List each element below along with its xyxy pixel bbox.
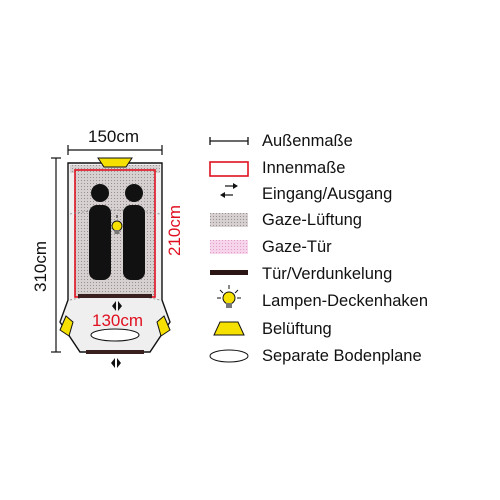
- inner-dimension-rect-icon: [209, 161, 249, 177]
- vent-trapezoid-icon: [213, 321, 245, 336]
- entrance-exit-arrows-icon: [220, 183, 238, 198]
- legend-label-blackout-door: Tür/Verdunkelung: [262, 265, 393, 283]
- left-vent-icon: [59, 315, 74, 337]
- outer-width-label: 150cm: [88, 127, 140, 146]
- legend-label-inner-dimensions: Innenmaße: [262, 159, 346, 177]
- groundsheet-ellipse: [90, 328, 140, 342]
- mesh-vent-swatch-icon: [210, 213, 248, 227]
- sleeper-right: [123, 184, 145, 280]
- outer-dimension-line-icon: [209, 137, 249, 145]
- outer-length-label: 310cm: [31, 240, 50, 292]
- inner-entrance-arrows-icon: [112, 301, 122, 311]
- lamp-hook-icon: [107, 215, 127, 234]
- outer-width-dimension-line: [67, 145, 163, 155]
- inner-length-label: 210cm: [165, 204, 184, 256]
- front-entrance-arrows-icon: [111, 358, 121, 368]
- legend-label-groundsheet: Separate Bodenplane: [262, 347, 422, 365]
- inner-width-label: 130cm: [92, 311, 144, 330]
- sleeper-left: [89, 184, 111, 280]
- lamp-hook-legend-icon: [217, 285, 241, 308]
- inner-dashed-lines: [69, 209, 161, 215]
- top-vent-icon: [97, 157, 133, 168]
- inner-door-bar: [78, 294, 152, 298]
- legend-label-mesh-vent: Gaze-Lüftung: [262, 211, 362, 229]
- legend-label-outer-dimensions: Außenmaße: [262, 132, 353, 150]
- mesh-vent-top: [70, 165, 160, 173]
- mesh-door-swatch-icon: [210, 240, 248, 254]
- legend-label-entrance-exit: Eingang/Ausgang: [262, 185, 393, 203]
- groundsheet-ellipse-icon: [209, 349, 249, 363]
- outer-length-dimension-line: [51, 157, 61, 353]
- blackout-door-bar-icon: [210, 270, 248, 275]
- legend-label-lamp-hook: Lampen-Deckenhaken: [262, 292, 429, 310]
- legend-label-mesh-door: Gaze-Tür: [262, 238, 332, 256]
- legend-label-vent: Belüftung: [262, 320, 332, 338]
- front-door-bar: [86, 350, 144, 354]
- right-vent-icon: [156, 315, 171, 337]
